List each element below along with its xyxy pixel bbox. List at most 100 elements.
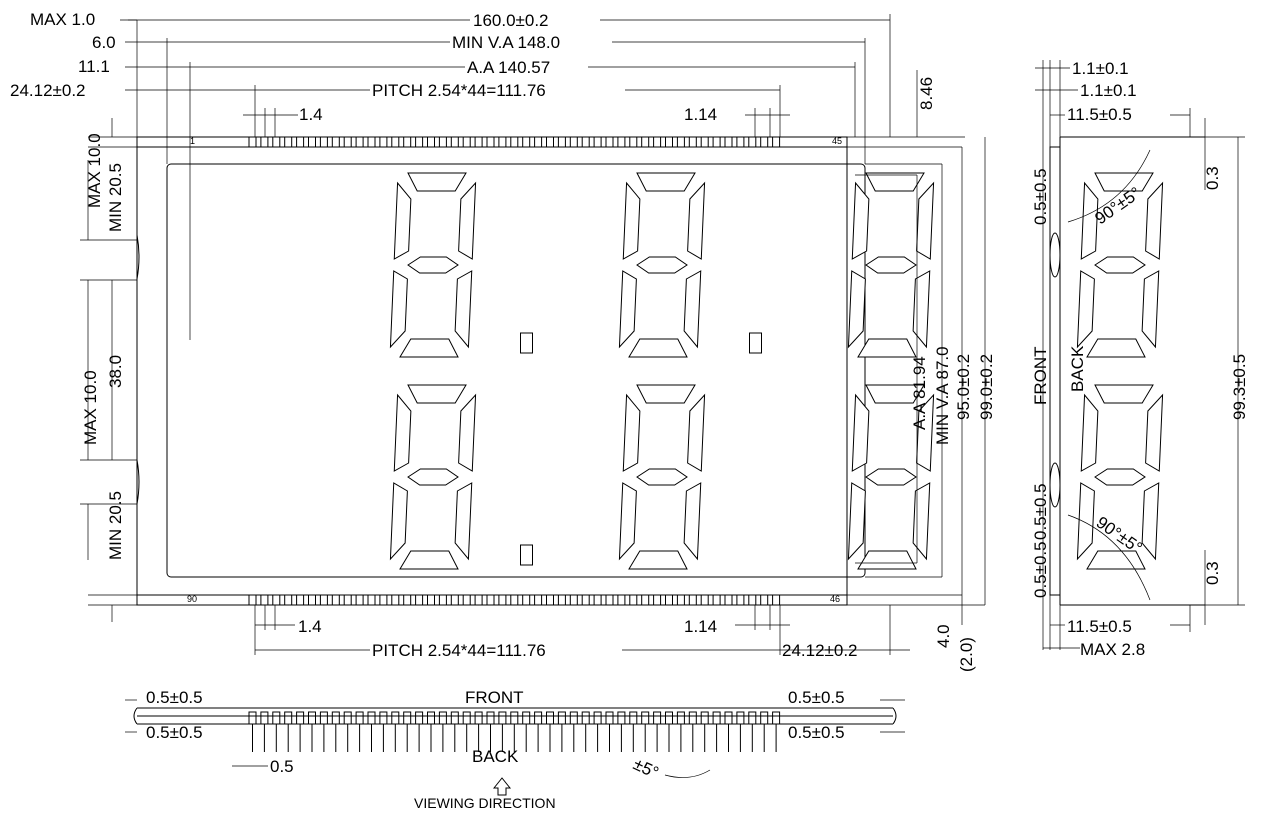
pin-lead-head: [569, 711, 578, 725]
pin-pad: [474, 136, 483, 148]
pin-pad: [450, 136, 459, 148]
side-dim-0-3-bot: 0.3: [1203, 561, 1222, 585]
pin-pad: [665, 594, 673, 606]
pin-pad: [331, 136, 340, 148]
side-glass-front: [1049, 146, 1061, 596]
pin-pad: [450, 594, 459, 606]
pin-lead-head: [474, 711, 483, 725]
pin-lead-head: [438, 711, 447, 725]
side-dim-0-3-top: 0.3: [1203, 166, 1222, 190]
segment: [389, 270, 408, 349]
segment: [865, 468, 917, 486]
pin-pad: [284, 594, 293, 606]
pin-lead-head: [510, 711, 519, 725]
pin-pad: [248, 594, 257, 606]
dim-min-va-148: MIN V.A 148.0: [452, 33, 560, 52]
segment: [407, 384, 467, 404]
pin-pad: [284, 136, 293, 148]
side-dim-99-3: 99.3±0.5: [1230, 354, 1249, 420]
pin-pad: [343, 136, 352, 148]
segment: [683, 482, 702, 561]
pin-pad: [403, 136, 412, 148]
segment: [407, 256, 459, 274]
pin-lead-head: [605, 711, 614, 725]
pin-pad: [569, 594, 578, 606]
segment: [865, 256, 917, 274]
decimal-point: [749, 332, 762, 354]
side-back-label: BACK: [1068, 345, 1087, 392]
pin-pad: [557, 594, 566, 606]
pin-pad: [641, 136, 650, 148]
pin-pad: [629, 136, 638, 148]
pin-lead-head: [260, 711, 269, 725]
pin-lead-head: [736, 711, 745, 725]
pin-lead-head: [296, 711, 305, 725]
pin-pad: [605, 136, 614, 148]
bot-dim-0-5-pin: 0.5: [270, 757, 294, 776]
bot-dim-0-5-tr: 0.5±0.5: [788, 688, 845, 707]
dim-1-4-top: 1.4: [299, 105, 323, 124]
pin-1-label: 1: [190, 136, 195, 146]
segment: [1080, 393, 1099, 472]
pin-pad: [474, 594, 483, 606]
segment: [393, 393, 412, 472]
pin-pad: [427, 136, 435, 148]
pin-pad: [617, 136, 626, 148]
segment: [687, 181, 706, 260]
pin-pad: [391, 136, 400, 148]
pin-pad: [569, 136, 578, 148]
pin-pad: [260, 594, 269, 606]
pin-pad: [510, 594, 519, 606]
pin-pad: [581, 594, 590, 606]
dim-11-1: 11.1: [78, 57, 110, 76]
pin-pad: [724, 594, 733, 606]
bottom-view: 0.5±0.5 FRONT 0.5±0.5 0.5±0.5 0.5±0.5 0.…: [125, 688, 905, 811]
bot-back-label: BACK: [472, 747, 519, 766]
dim-pitch-bot: PITCH 2.54*44=111.76: [372, 641, 546, 660]
pin-lead-head: [534, 711, 543, 725]
pin-pad: [522, 594, 531, 606]
pin-45-label: 45: [832, 136, 842, 146]
segment: [458, 181, 477, 260]
pin-lead-head: [748, 711, 757, 725]
pin-lead-head: [343, 711, 352, 725]
viewing-area: [166, 163, 866, 578]
pin-lead-head: [486, 711, 495, 725]
pin-pad: [772, 136, 781, 148]
segment: [1094, 468, 1146, 486]
pin-pad: [319, 594, 328, 606]
segment: [393, 181, 412, 260]
pin-pad: [296, 594, 305, 606]
pin-pad: [248, 136, 257, 148]
decimal-point: [520, 332, 533, 354]
pin-pad: [736, 136, 745, 148]
segment: [1145, 181, 1164, 260]
dim-95: 95.0±0.2: [954, 354, 973, 420]
segment: [1094, 384, 1154, 404]
pin-lead-head: [355, 711, 364, 725]
dim-aa-140: A.A 140.57: [467, 58, 550, 77]
segment: [622, 181, 641, 260]
segment: [618, 270, 637, 349]
segment: [1086, 338, 1146, 358]
pin-pad: [760, 594, 769, 606]
pin-pad: [486, 136, 495, 148]
segment: [857, 550, 917, 570]
side-view: 1.1±0.1 1.1±0.1 11.5±0.5 0.3 0.5±0.5 90°…: [1031, 59, 1249, 659]
dim-width-160: 160.0±0.2: [473, 11, 549, 30]
pin-pad: [534, 594, 543, 606]
pin-lead-head: [284, 711, 293, 725]
pin-pad: [379, 136, 388, 148]
pin-pad: [712, 594, 721, 606]
pin-lead-head: [546, 711, 554, 725]
segment: [628, 550, 688, 570]
digit: [389, 172, 477, 358]
bot-dim-0-5-tl: 0.5±0.5: [146, 688, 203, 707]
pin-lead-head: [248, 711, 257, 725]
segment: [399, 338, 459, 358]
segment: [636, 256, 688, 274]
pin-lead-head: [403, 711, 412, 725]
bottom-dimensions: 1.4 1.14 PITCH 2.54*44=111.76 24.12±0.2: [254, 605, 910, 660]
segment: [399, 550, 459, 570]
